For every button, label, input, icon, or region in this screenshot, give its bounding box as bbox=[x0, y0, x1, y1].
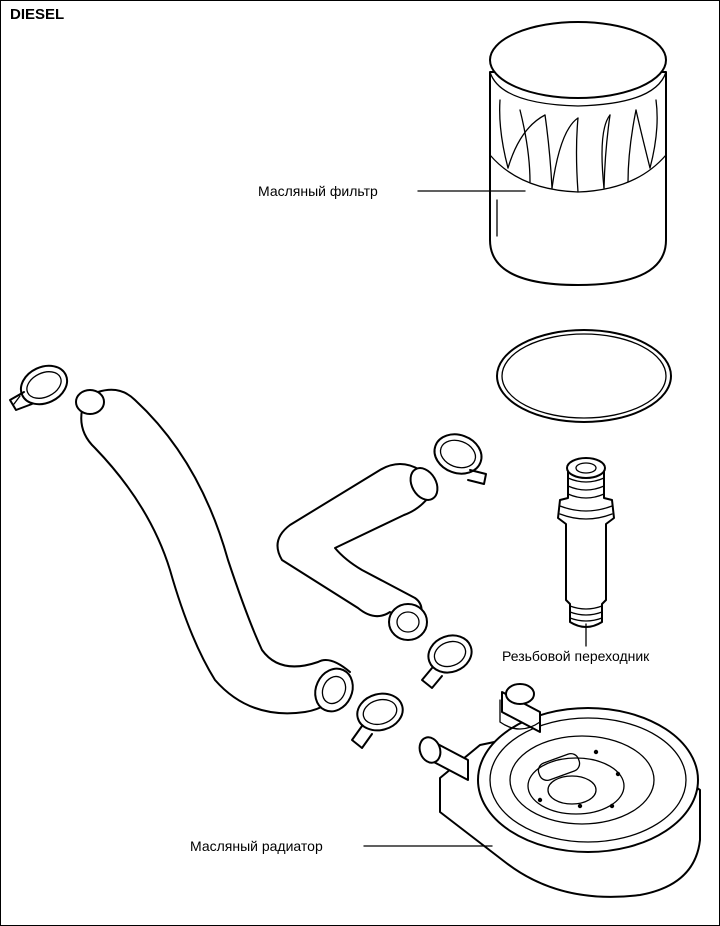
thread-adapter-label: Резьбовой переходник bbox=[502, 648, 650, 664]
short-hose bbox=[276, 463, 439, 641]
o-ring-seal bbox=[496, 329, 672, 423]
oil-cooler bbox=[418, 683, 701, 898]
hose-clamp-4 bbox=[351, 692, 404, 749]
hose-clamp-1 bbox=[9, 364, 69, 411]
hose-clamp-3 bbox=[421, 634, 473, 689]
oil-filter-label: Масляный фильтр bbox=[258, 183, 378, 199]
hose-clamp-2 bbox=[433, 433, 487, 485]
oil-cooler-label: Масляный радиатор bbox=[190, 838, 323, 854]
long-hose bbox=[75, 388, 354, 715]
diagram-title: DIESEL bbox=[10, 6, 65, 23]
thread-adapter bbox=[557, 457, 615, 628]
oil-filter bbox=[489, 21, 667, 286]
